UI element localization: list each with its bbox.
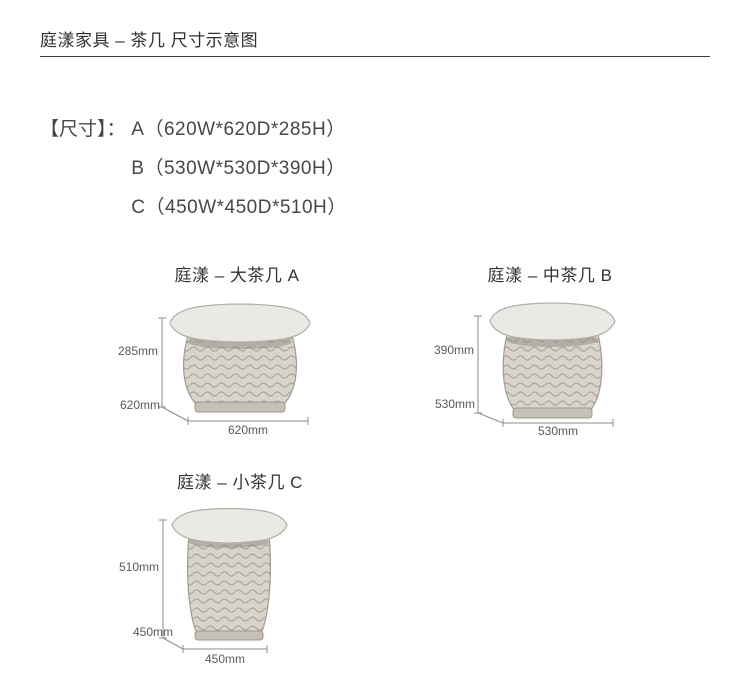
dimensions-spec-list: 【尺寸】： A（620W*620D*285H） B（530W*530D*390H… (40, 110, 347, 227)
spec-label: 【尺寸】： (40, 119, 126, 140)
table-c-illustration (159, 507, 288, 653)
height-dimension-label: 390mm (433, 343, 474, 357)
table-body (502, 329, 603, 419)
diagram-a-title: 庭漾 – 大茶几 A (174, 266, 300, 285)
diagram-c-title: 庭漾 – 小茶几 C (177, 473, 303, 492)
spec-row-b: B（530W*530D*390H） (40, 149, 347, 188)
diagram-large-table-a: 庭漾 – 大茶几 A (92, 255, 382, 470)
table-top (171, 507, 288, 544)
diagram-medium-table-b: 庭漾 – 中茶几 B (405, 255, 695, 470)
dimension-lines (158, 317, 309, 425)
depth-dimension-label: 530mm (434, 397, 475, 411)
diagram-small-table-c: 庭漾 – 小茶几 C (95, 462, 385, 677)
spec-item-b: B（530W*530D*390H） (131, 158, 346, 179)
spec-row-a: 【尺寸】： A（620W*620D*285H） (40, 110, 347, 149)
height-dimension-label: 510mm (118, 560, 159, 574)
table-body (187, 534, 271, 641)
spec-item-c: C（450W*450D*510H） (131, 197, 347, 218)
depth-dimension-label: 450mm (132, 625, 173, 639)
table-a-illustration (158, 303, 311, 425)
width-dimension-label: 530mm (537, 424, 578, 438)
depth-dimension-label: 620mm (119, 398, 160, 412)
table-b-illustration (474, 302, 616, 427)
diagram-b-title: 庭漾 – 中茶几 B (487, 266, 613, 285)
width-dimension-label: 450mm (204, 652, 245, 666)
table-top (489, 302, 616, 341)
spec-item-a: A（620W*620D*285H） (131, 119, 346, 140)
dimension-lines (159, 519, 268, 653)
page-title: 庭漾家具 – 茶几 尺寸示意图 (40, 31, 259, 50)
width-dimension-label: 620mm (227, 423, 268, 437)
table-body (182, 331, 298, 413)
title-divider (40, 56, 710, 57)
height-dimension-label: 285mm (117, 344, 158, 358)
dimension-lines (474, 315, 614, 427)
table-top (169, 303, 311, 343)
spec-row-c: C（450W*450D*510H） (40, 188, 347, 227)
